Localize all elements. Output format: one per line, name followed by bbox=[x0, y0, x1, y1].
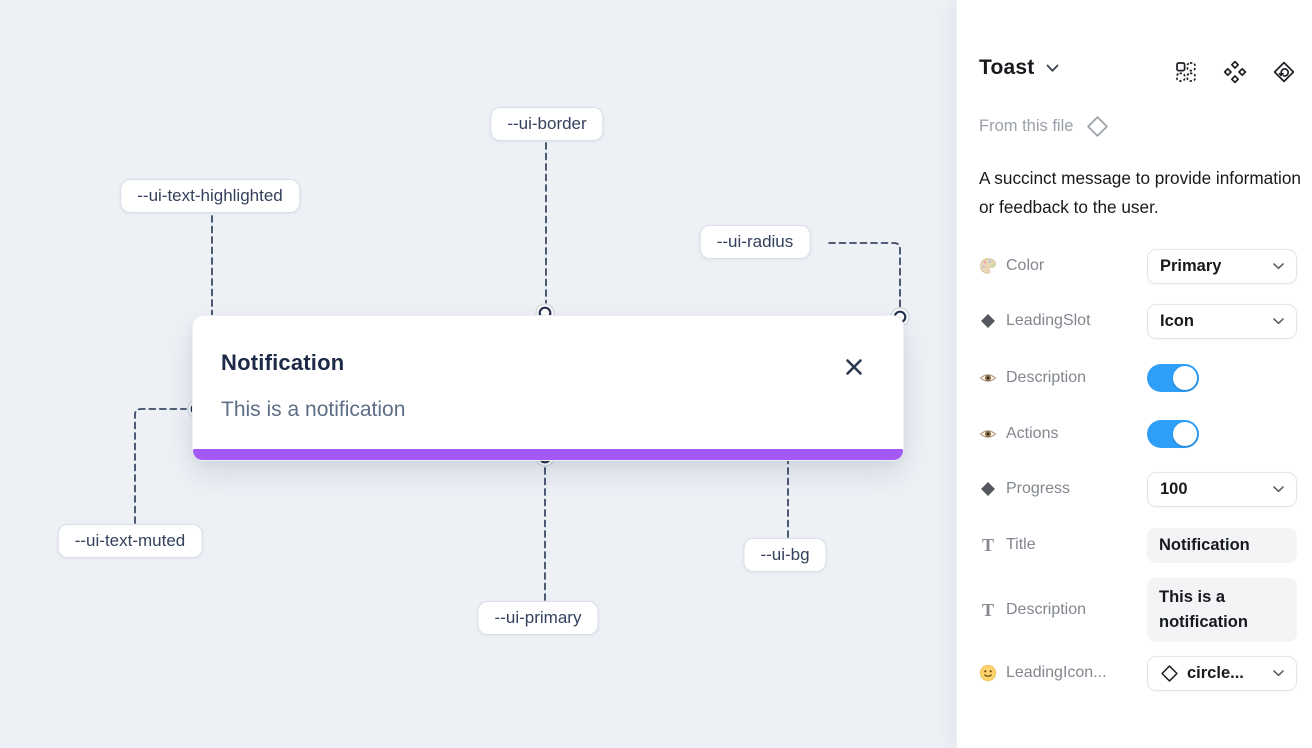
components-icon[interactable] bbox=[1223, 60, 1247, 84]
prop-row-title: T Title Notification bbox=[979, 527, 1297, 563]
connector-ui-text-muted bbox=[134, 408, 187, 524]
css-var-label-ui-border[interactable]: --ui-border bbox=[490, 107, 604, 141]
connector-ui-radius bbox=[828, 242, 901, 308]
palette-icon bbox=[979, 257, 997, 275]
prop-row-color: Color Primary bbox=[979, 248, 1297, 284]
text-icon: T bbox=[981, 535, 994, 555]
toggle-knob bbox=[1173, 366, 1197, 390]
leadingicon-select[interactable]: circle... bbox=[1147, 655, 1297, 691]
diamond-icon bbox=[979, 312, 997, 330]
css-var-label-ui-primary[interactable]: --ui-primary bbox=[477, 601, 599, 635]
chevron-down-icon bbox=[1047, 64, 1059, 72]
design-canvas: --ui-border --ui-text-highlighted --ui-r… bbox=[0, 0, 956, 748]
text-icon: T bbox=[981, 600, 994, 620]
toast-description: This is a notification bbox=[221, 398, 406, 421]
instance-grid-icon[interactable] bbox=[1174, 60, 1198, 84]
prop-label: Description bbox=[1006, 369, 1087, 386]
css-var-label-ui-text-highlighted[interactable]: --ui-text-highlighted bbox=[120, 179, 300, 213]
prop-label: LeadingSlot bbox=[1006, 312, 1091, 329]
close-icon[interactable] bbox=[843, 356, 865, 378]
smiley-icon bbox=[979, 664, 997, 682]
prop-row-actions-toggle: Actions bbox=[979, 416, 1297, 452]
toast-progress-bar bbox=[193, 449, 903, 460]
prop-label: Progress bbox=[1006, 480, 1071, 497]
prop-label: LeadingIcon... bbox=[1006, 664, 1107, 681]
eye-icon bbox=[979, 425, 997, 443]
prop-label: Title bbox=[1006, 536, 1036, 553]
prop-label: Description bbox=[1006, 601, 1087, 618]
chevron-down-icon bbox=[1273, 262, 1284, 269]
source-label: From this file bbox=[979, 117, 1074, 135]
component-description: A succinct message to provide informatio… bbox=[979, 168, 1301, 217]
source-row: From this file bbox=[979, 114, 1110, 139]
prop-label: Color bbox=[1006, 257, 1045, 274]
prop-label: Actions bbox=[1006, 425, 1059, 442]
actions-toggle[interactable] bbox=[1147, 420, 1199, 448]
toggle-knob bbox=[1173, 422, 1197, 446]
code-component-icon[interactable] bbox=[1272, 60, 1296, 84]
prop-row-description-toggle: Description bbox=[979, 360, 1297, 396]
chevron-down-icon bbox=[1273, 317, 1284, 324]
panel-title: Toast bbox=[979, 56, 1035, 79]
css-var-label-ui-text-muted[interactable]: --ui-text-muted bbox=[57, 524, 203, 558]
diamond-outline-icon bbox=[1161, 664, 1178, 682]
prop-row-description-text: T Description This is a notification bbox=[979, 578, 1297, 642]
chevron-down-icon bbox=[1273, 669, 1284, 676]
toast-title: Notification bbox=[221, 350, 345, 375]
leadingslot-select[interactable]: Icon bbox=[1147, 303, 1297, 339]
color-select[interactable]: Primary bbox=[1147, 248, 1297, 284]
prop-row-progress: Progress 100 bbox=[979, 471, 1297, 507]
title-field[interactable]: Notification bbox=[1147, 527, 1297, 563]
description-toggle[interactable] bbox=[1147, 364, 1199, 392]
panel-header-icons bbox=[1174, 60, 1296, 84]
component-title-dropdown[interactable]: Toast bbox=[979, 56, 1059, 80]
prop-row-leadingslot: LeadingSlot Icon bbox=[979, 303, 1297, 339]
prop-row-leadingicon: LeadingIcon... circle... bbox=[979, 655, 1297, 691]
diamond-outline-icon bbox=[1087, 116, 1109, 137]
css-var-label-ui-radius[interactable]: --ui-radius bbox=[699, 225, 811, 259]
eye-icon bbox=[979, 369, 997, 387]
toast-preview[interactable]: Notification This is a notification bbox=[192, 315, 904, 461]
description-field[interactable]: This is a notification bbox=[1147, 578, 1297, 642]
diamond-icon bbox=[979, 480, 997, 498]
progress-select[interactable]: 100 bbox=[1147, 471, 1297, 507]
css-var-label-ui-bg[interactable]: --ui-bg bbox=[743, 538, 827, 572]
properties-panel: Toast bbox=[956, 0, 1312, 748]
chevron-down-icon bbox=[1273, 485, 1284, 492]
